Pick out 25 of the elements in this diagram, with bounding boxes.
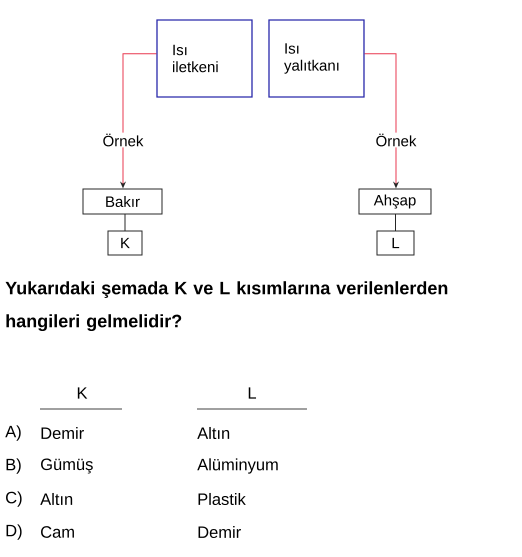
question-text: Yukarıdaki şemada K ve L kısımlarına verilenlerden hangileri gelmelidir? (6, 281, 448, 332)
option-letter: C) (6, 491, 22, 507)
answer-box: K (108, 230, 142, 256)
option-text: Demir (42, 426, 84, 440)
concept-box: Isı iletkeni (156, 19, 253, 98)
option-letter: A) (5, 425, 21, 441)
column-header: K (78, 387, 88, 399)
edge-label: Örnek (102, 132, 144, 148)
option-text: Altın (197, 426, 230, 440)
option-text: Cam (41, 526, 74, 538)
example-box: Ahşap (358, 188, 432, 214)
option-text: Alüminyum (197, 458, 278, 474)
edge-label: Örnek (374, 132, 418, 148)
connector-line (395, 214, 396, 231)
option-letter: D) (6, 524, 22, 540)
option-text: Gümüş (41, 458, 93, 474)
concept-box: Isı yalıtkanı (268, 19, 365, 98)
option-letter: B) (6, 458, 21, 474)
option-text: Plastik (198, 492, 246, 506)
column-header: L (248, 387, 256, 399)
option-text: Demir (198, 526, 241, 538)
option-text: Altın (40, 492, 72, 506)
answer-box: L (376, 230, 414, 256)
example-box: Bakır (82, 188, 162, 214)
connector-line (124, 214, 126, 231)
